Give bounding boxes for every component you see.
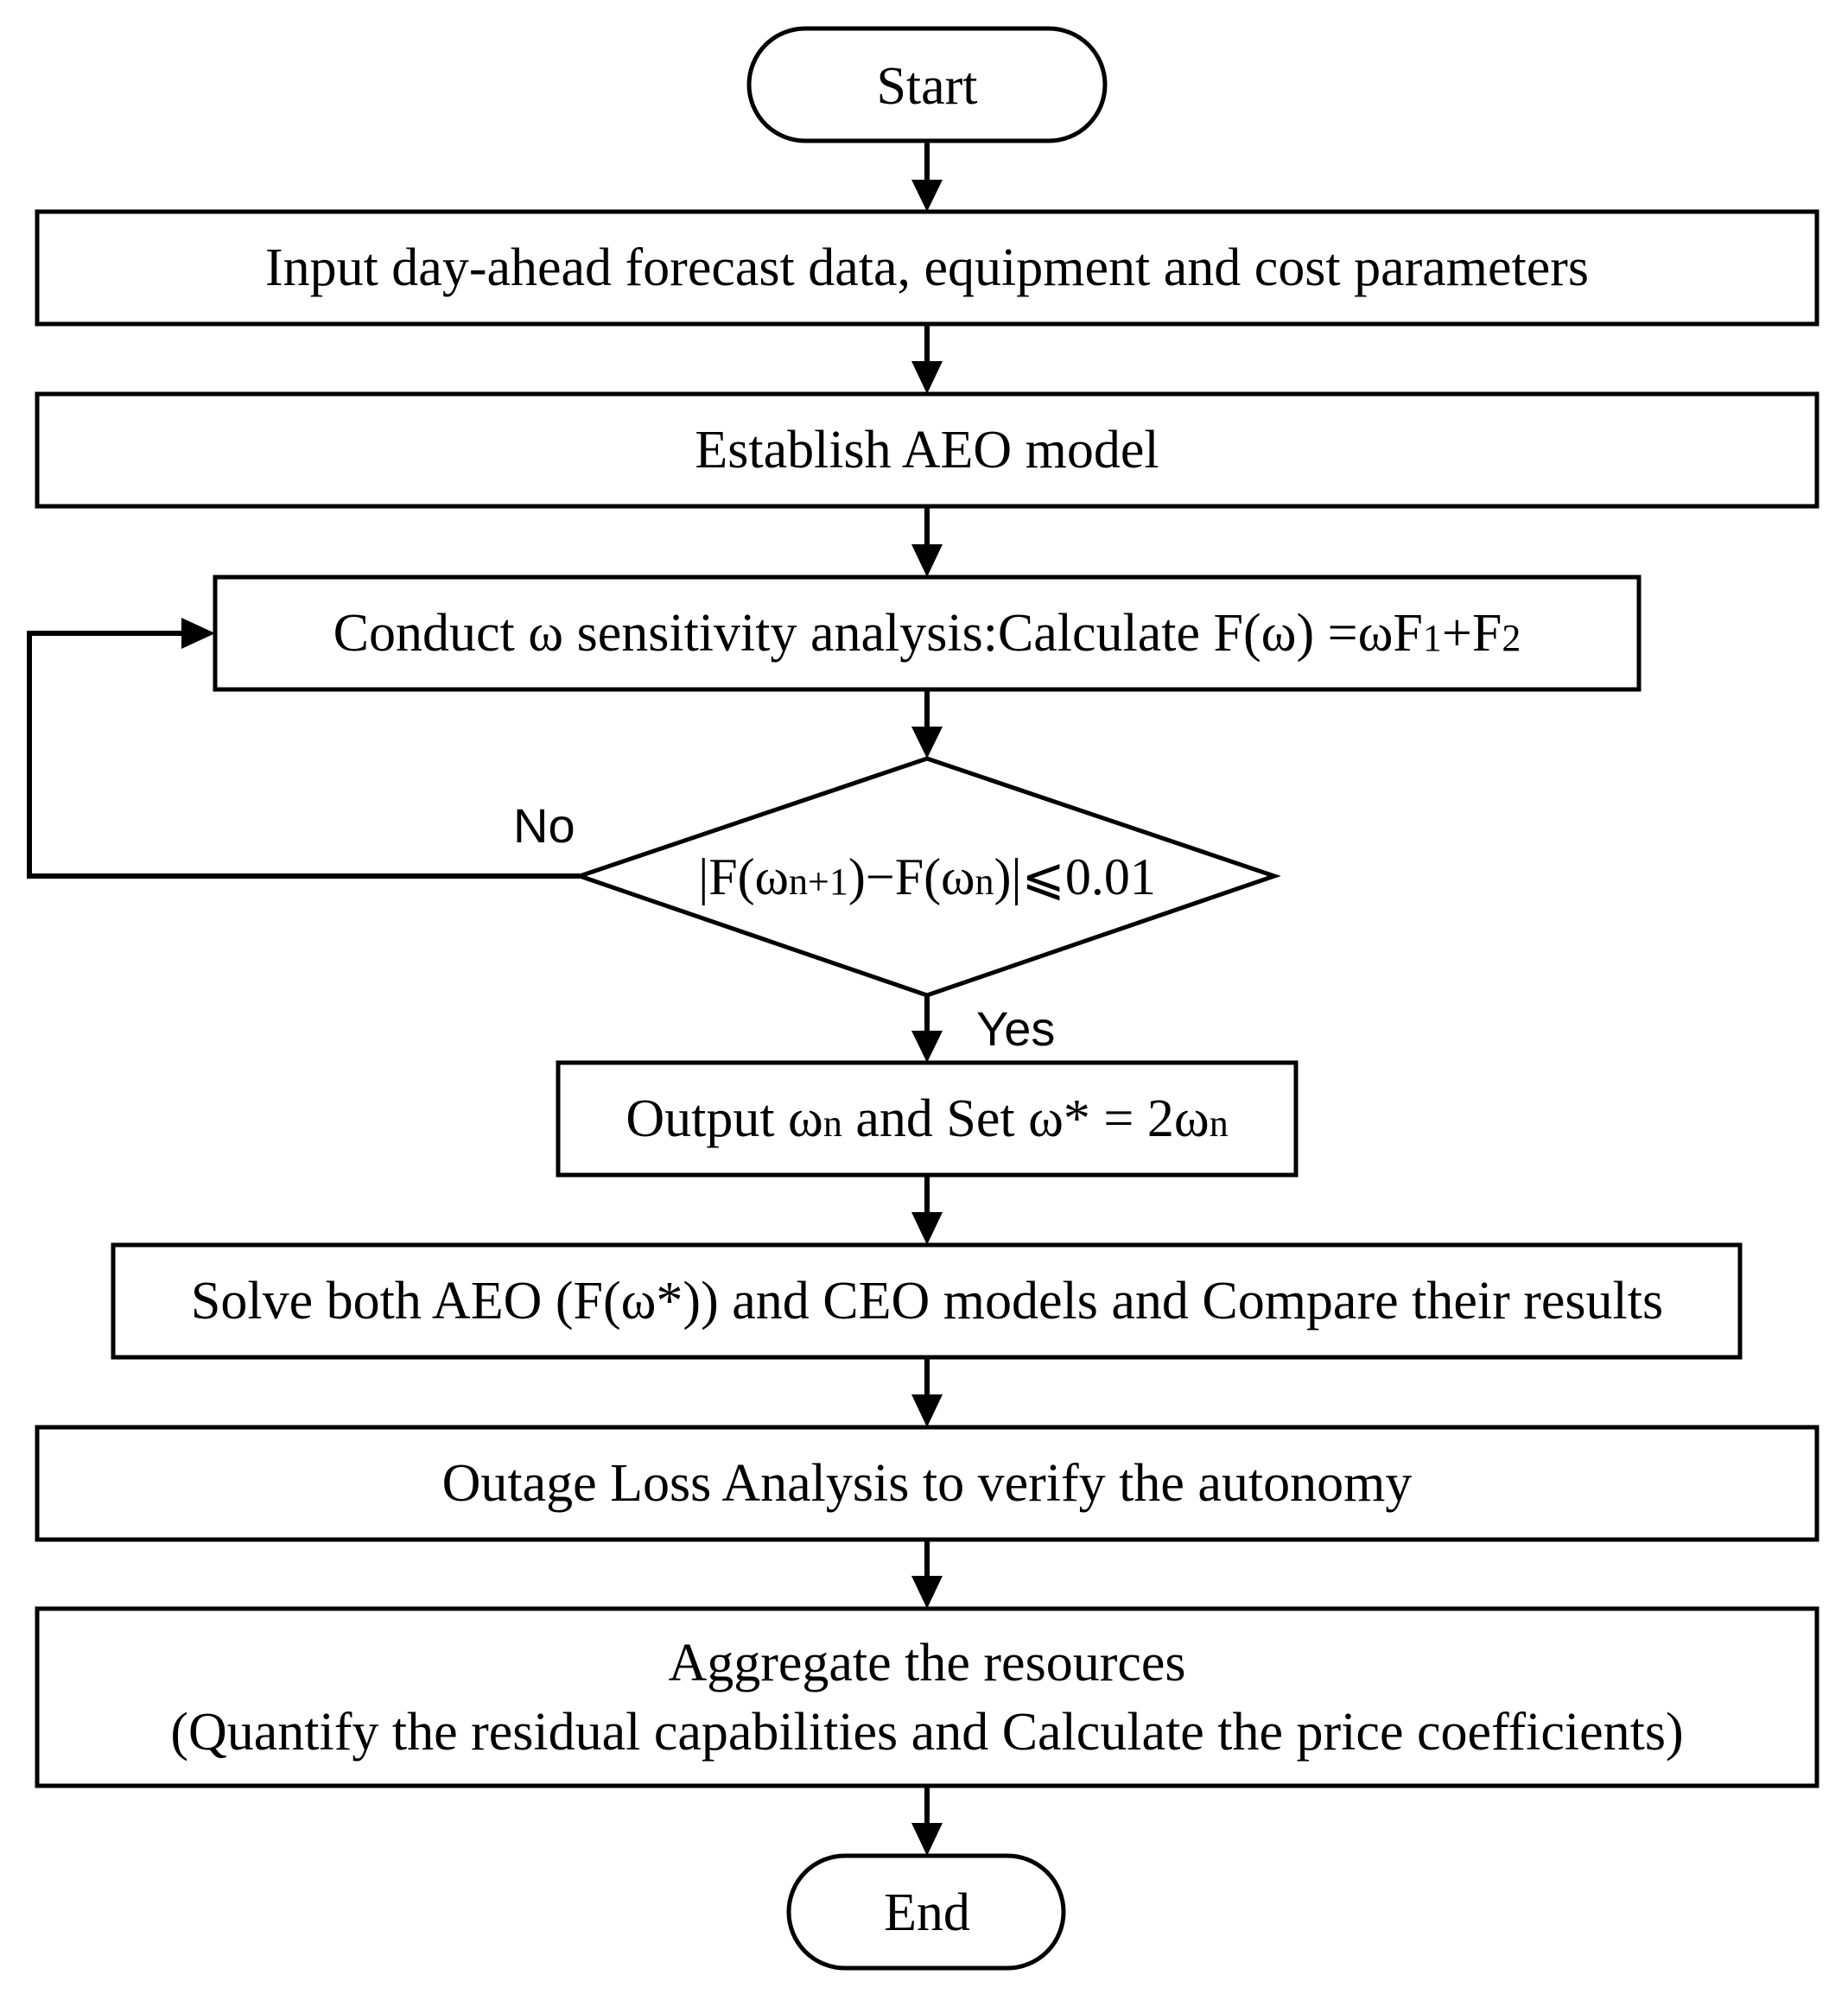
input-step-label: Input day-ahead forecast data, equipment… <box>265 238 1589 297</box>
end-node: End <box>786 1853 1066 1971</box>
aggregate-step: Aggregate the resources (Quantify the re… <box>35 1606 1819 1788</box>
arrow-aggregate-to-end <box>911 1786 943 1856</box>
decision-label: |F(ωn+1)−F(ωn)|⩽0.01 <box>698 848 1156 905</box>
output-step: Output ωn and Set ω* = 2ωn <box>556 1060 1299 1178</box>
outage-step: Outage Loss Analysis to verify the auton… <box>35 1425 1819 1542</box>
solve-step: Solve both AEO (F(ω*)) and CEO models an… <box>111 1242 1743 1360</box>
arrow-output-to-solve <box>911 1175 943 1245</box>
arrow-solve-to-outage <box>911 1357 943 1427</box>
start-node: Start <box>746 26 1108 143</box>
arrow-start-to-input <box>911 141 943 212</box>
arrow-outage-to-aggregate <box>911 1540 943 1609</box>
input-step: Input day-ahead forecast data, equipment… <box>35 209 1819 327</box>
arrow-establish-to-sensitivity <box>911 506 943 577</box>
yes-label: Yes <box>976 1001 1055 1056</box>
arrow-decision-to-output <box>911 995 943 1063</box>
sensitivity-step: Conduct ω sensitivity analysis:Calculate… <box>213 575 1642 692</box>
convergence-decision: |F(ωn+1)−F(ωn)|⩽0.01 <box>573 756 1281 998</box>
outage-step-label: Outage Loss Analysis to verify the auton… <box>442 1454 1413 1513</box>
aggregate-step-line1: Aggregate the resources <box>668 1634 1185 1692</box>
establish-step-label: Establish AEO model <box>695 421 1159 479</box>
arrow-sensitivity-to-decision <box>911 689 943 759</box>
no-branch-loop <box>27 618 580 879</box>
establish-step: Establish AEO model <box>35 391 1819 509</box>
aggregate-step-line2: (Quantify the residual capabilities and … <box>170 1703 1683 1762</box>
arrow-input-to-establish <box>911 324 943 394</box>
sensitivity-step-label: Conduct ω sensitivity analysis:Calculate… <box>333 604 1521 663</box>
solve-step-label: Solve both AEO (F(ω*)) and CEO models an… <box>191 1272 1663 1330</box>
no-label: No <box>513 798 575 853</box>
start-label: Start <box>876 57 977 116</box>
output-step-label: Output ωn and Set ω* = 2ωn <box>626 1089 1228 1148</box>
end-label: End <box>884 1883 970 1942</box>
